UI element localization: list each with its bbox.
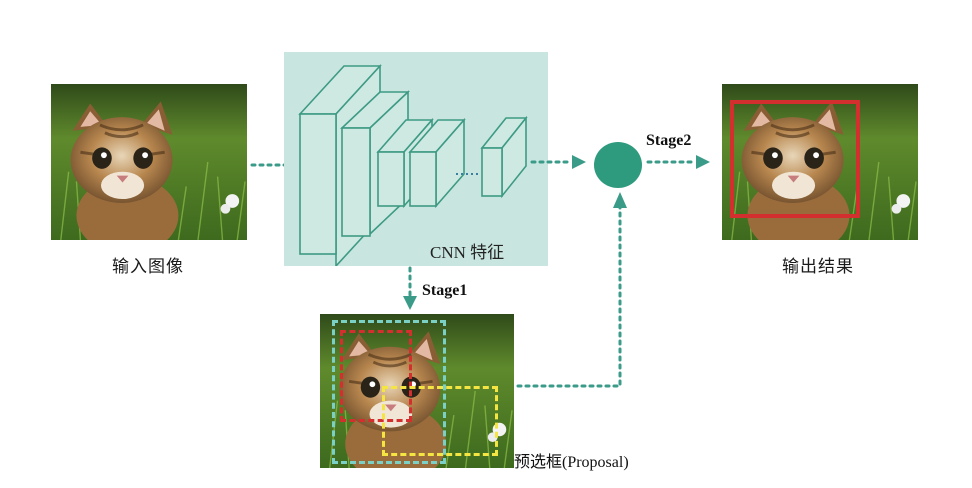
detection-box bbox=[730, 100, 860, 218]
proposal-box-cyan bbox=[332, 320, 446, 464]
input-image bbox=[51, 84, 247, 240]
cnn-features-label: CNN 特征 bbox=[430, 243, 505, 262]
cnn-layers bbox=[298, 63, 528, 269]
input-image-label: 输入图像 bbox=[112, 257, 184, 277]
stage1-label: Stage1 bbox=[422, 282, 468, 299]
proposal-label: 预选框(Proposal) bbox=[514, 454, 629, 471]
stage2-label: Stage2 bbox=[646, 132, 692, 149]
arrow-cnn-to-node bbox=[530, 155, 586, 169]
proposal-box-red bbox=[340, 330, 412, 422]
arrow-cnn-to-proposal bbox=[403, 266, 417, 310]
roi-fusion-node bbox=[594, 142, 642, 188]
cnn-feature-box: CNN 特征 bbox=[284, 52, 548, 269]
arrow-node-to-output bbox=[646, 155, 710, 169]
proposal-image bbox=[320, 314, 514, 468]
proposal-box-yellow bbox=[382, 386, 498, 456]
output-result-label: 输出结果 bbox=[782, 257, 854, 277]
output-image bbox=[722, 84, 918, 240]
arrow-proposal-to-node bbox=[516, 192, 627, 388]
